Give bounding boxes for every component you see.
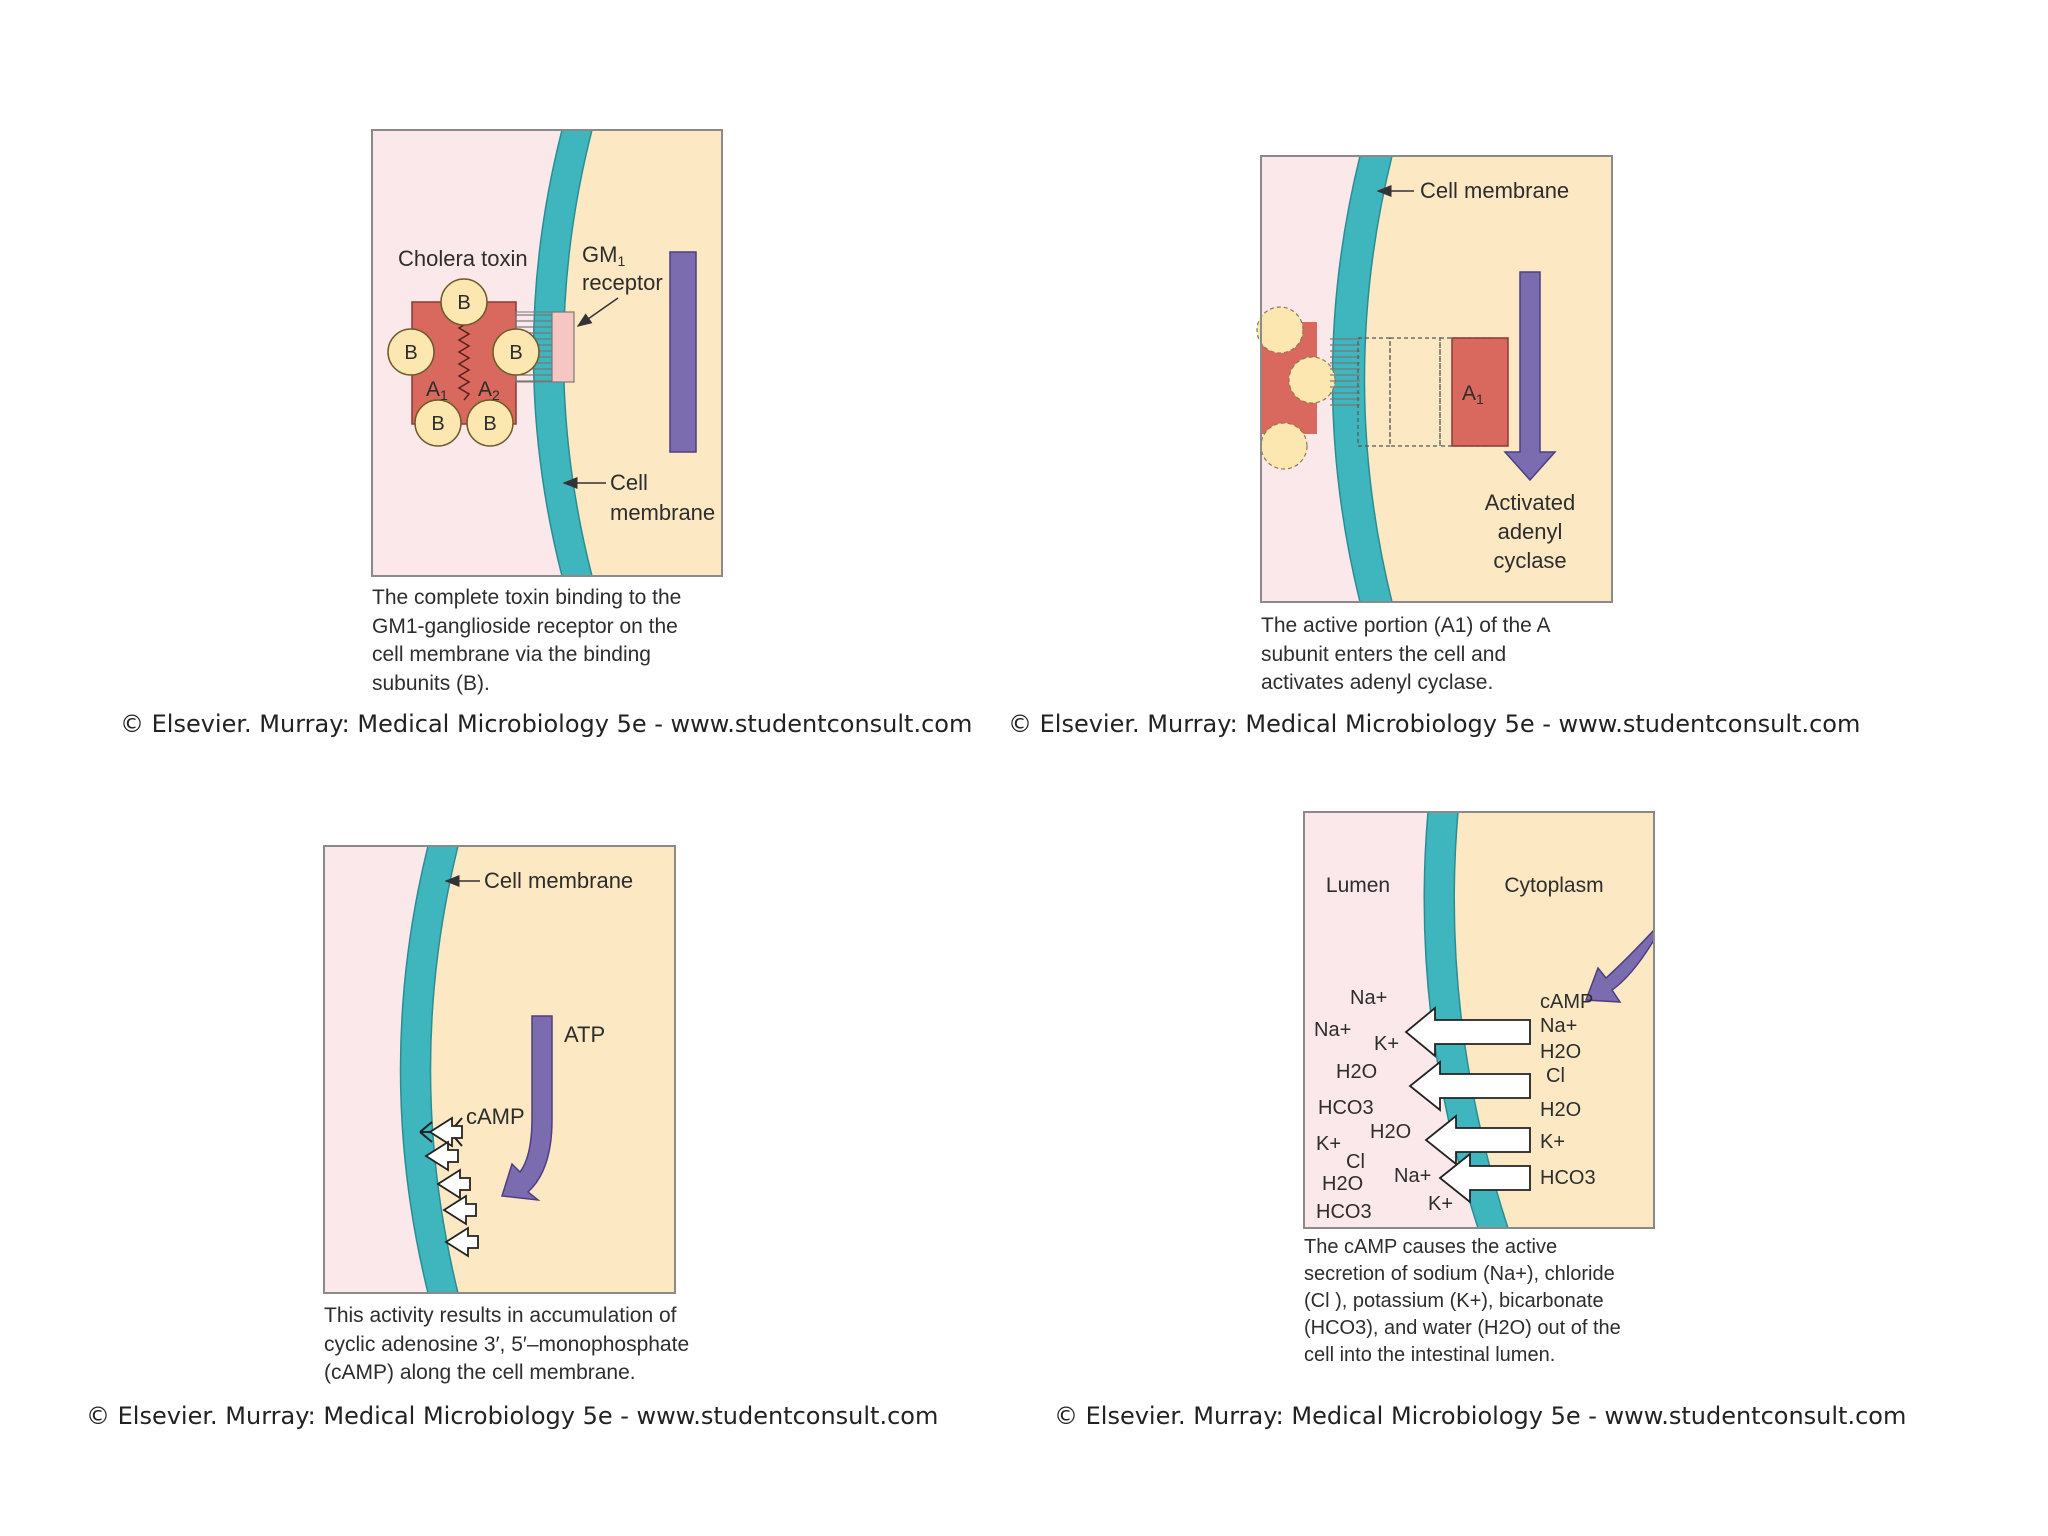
secretion-arrow bbox=[1408, 1060, 1531, 1112]
cytoplasm-ion-labels: Na+ H2O Cl H2O K+ HCO3 bbox=[1540, 1015, 1596, 1189]
atp-conversion-arrow bbox=[501, 1015, 553, 1202]
ion-label: HCO3 bbox=[1318, 1097, 1374, 1119]
panel-2-caption: The active portion (A1) of the A subunit… bbox=[1261, 614, 1550, 694]
activated-label: Activated bbox=[1485, 490, 1576, 515]
panel-3-caption: This activity results in accumulation of… bbox=[324, 1304, 690, 1384]
panel-3: Cell membrane ATP cAMP bbox=[323, 845, 676, 1294]
camp-arrow bbox=[442, 1194, 477, 1226]
cholera-toxin-label: Cholera toxin bbox=[398, 246, 528, 271]
ion-label: K+ bbox=[1428, 1193, 1453, 1215]
panel-1-caption: The complete toxin binding to the GM1-ga… bbox=[372, 586, 682, 695]
panel-4-lumen bbox=[1304, 812, 1478, 1228]
panel-3-lumen bbox=[324, 846, 428, 1293]
ion-label: HCO3 bbox=[1316, 1201, 1372, 1223]
lumen-label: Lumen bbox=[1326, 874, 1390, 897]
panel-2-border bbox=[1260, 155, 1613, 603]
cell-membrane-label: Cell membrane bbox=[1420, 178, 1569, 203]
camp-arrow bbox=[436, 1168, 471, 1200]
panel-1-border bbox=[371, 129, 723, 577]
camp-arrow bbox=[444, 1226, 479, 1258]
ion-label: H2O bbox=[1540, 1099, 1581, 1121]
cell-membrane-label: Cell membrane bbox=[484, 868, 633, 893]
secretion-arrows bbox=[1404, 1006, 1531, 1204]
ion-label: Cl bbox=[1346, 1151, 1365, 1173]
a1-label: A1 bbox=[426, 378, 448, 403]
panel-1-credit: © Elsevier. Murray: Medical Microbiology… bbox=[120, 710, 973, 738]
camp-input-arrow bbox=[1584, 928, 1655, 1003]
camp-arrow bbox=[424, 1140, 459, 1172]
b-subunit bbox=[414, 399, 462, 447]
gm1-label: GM1 bbox=[582, 242, 625, 269]
secretion-arrow bbox=[1404, 1006, 1531, 1058]
ion-label: HCO3 bbox=[1540, 1167, 1596, 1189]
camp-label: cAMP bbox=[466, 1104, 525, 1129]
a1-subunit bbox=[1451, 337, 1509, 447]
cell-label: Cell bbox=[610, 470, 648, 495]
b-label: B bbox=[431, 413, 444, 435]
receptor-label: receptor bbox=[582, 270, 663, 295]
b-subunit-ghost bbox=[1288, 356, 1336, 404]
panel-4: Lumen Cytoplasm cAMP Na+ Na+ K+ H2O HCO3… bbox=[1303, 811, 1655, 1229]
ion-label: Na+ bbox=[1314, 1019, 1351, 1041]
ion-label: Na+ bbox=[1350, 987, 1387, 1009]
panel-2: A1 Cell membrane Activated adenyl cyclas… bbox=[1256, 155, 1613, 603]
secretion-arrow bbox=[1424, 1114, 1531, 1166]
secretion-arrow bbox=[1438, 1152, 1531, 1204]
activation-arrow bbox=[1503, 271, 1557, 482]
lumen-ion-labels: Na+ Na+ K+ H2O HCO3 K+ H2O Cl Na+ H2O HC… bbox=[1314, 987, 1453, 1223]
b-label: B bbox=[483, 413, 496, 435]
b-subunit bbox=[466, 399, 514, 447]
b-subunit-ghost bbox=[1260, 422, 1308, 470]
adenyl-cyclase-bar bbox=[669, 251, 697, 453]
a1-label: A1 bbox=[1462, 382, 1484, 407]
ion-label: K+ bbox=[1374, 1033, 1399, 1055]
b-subunit bbox=[492, 328, 540, 376]
atp-label: ATP bbox=[564, 1022, 605, 1047]
gm1-receptor bbox=[551, 311, 575, 383]
pore-zone bbox=[1330, 338, 1360, 408]
receptor-pointer bbox=[576, 297, 619, 327]
panel-4-border bbox=[1303, 811, 1655, 1229]
panel-3-border bbox=[323, 845, 676, 1294]
panel-4-caption: The cAMP causes the active secretion of … bbox=[1304, 1236, 1621, 1366]
membrane-label: membrane bbox=[610, 500, 715, 525]
ion-label: Na+ bbox=[1394, 1165, 1431, 1187]
ion-label: H2O bbox=[1540, 1041, 1581, 1063]
cyclase-label: cyclase bbox=[1493, 548, 1566, 573]
panel-3-credit: © Elsevier. Murray: Medical Microbiology… bbox=[86, 1402, 939, 1430]
panel-4-credit: © Elsevier. Murray: Medical Microbiology… bbox=[1054, 1402, 1907, 1430]
a2-label: A2 bbox=[478, 378, 500, 403]
ion-label: Cl bbox=[1546, 1065, 1565, 1087]
ion-label: H2O bbox=[1370, 1121, 1411, 1143]
b-subunit-ghost bbox=[1256, 306, 1304, 354]
ion-label: H2O bbox=[1336, 1061, 1377, 1083]
b-subunits: B B B B B bbox=[387, 278, 540, 447]
camp-label: cAMP bbox=[1540, 991, 1593, 1013]
b-subunit bbox=[387, 328, 435, 376]
b-label: B bbox=[457, 292, 470, 314]
cytoplasm-label: Cytoplasm bbox=[1504, 874, 1603, 897]
adenyl-label: adenyl bbox=[1498, 519, 1563, 544]
ion-label: K+ bbox=[1540, 1131, 1565, 1153]
ion-label: H2O bbox=[1322, 1173, 1363, 1195]
camp-arrow bbox=[428, 1116, 463, 1148]
panel-1: B B B B B A1 A2 Cholera toxin GM1 recept… bbox=[371, 129, 723, 577]
b-subunit bbox=[440, 278, 488, 326]
panel-2-credit: © Elsevier. Murray: Medical Microbiology… bbox=[1008, 710, 1861, 738]
camp-accumulation-arrows bbox=[419, 1116, 479, 1258]
b-label: B bbox=[404, 342, 417, 364]
ion-label: K+ bbox=[1316, 1133, 1341, 1155]
a1-track bbox=[1389, 337, 1441, 447]
b-label: B bbox=[509, 342, 522, 364]
ion-label: Na+ bbox=[1540, 1015, 1577, 1037]
